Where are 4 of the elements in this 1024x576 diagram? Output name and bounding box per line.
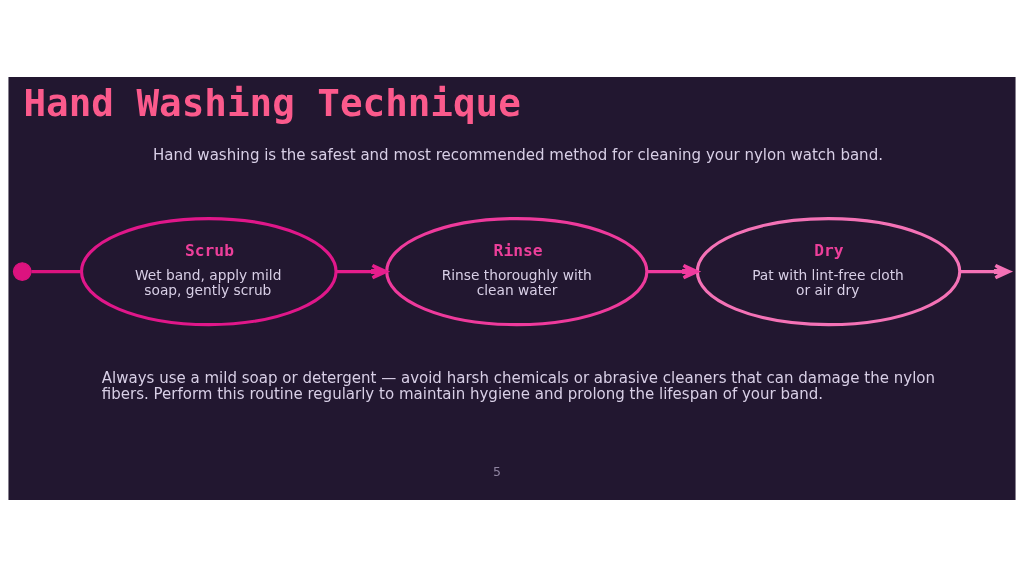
diagram-title: Hand Washing Technique — [23, 80, 521, 125]
label: 5 — [492, 463, 501, 479]
label: Hand washing is the safest and most recommended method for cleaning your nylon watch band. — [153, 145, 883, 164]
label: Always use a mild soap or detergent — avoid harsh chemicals or abrasive cleaners that can damage the nylon fibers. Perform this routine regularly to maintain hygiene and prolong the lifespan of your band. — [101, 368, 936, 403]
